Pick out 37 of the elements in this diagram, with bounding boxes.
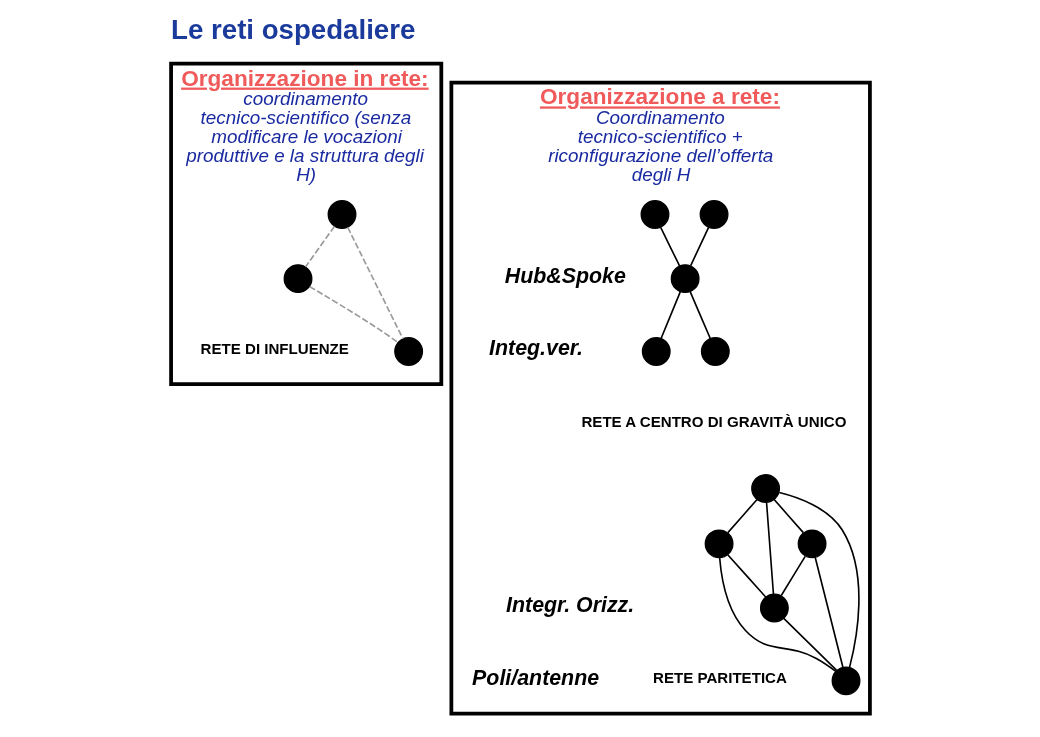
node-circle bbox=[283, 264, 312, 294]
connector bbox=[304, 225, 335, 268]
connector bbox=[308, 285, 398, 343]
connector bbox=[779, 555, 806, 597]
connector bbox=[726, 498, 758, 534]
node-circle bbox=[699, 200, 728, 229]
connector bbox=[689, 226, 709, 267]
node-circle bbox=[704, 529, 734, 559]
node-circle bbox=[393, 337, 423, 366]
node-circle bbox=[700, 337, 730, 366]
label: Integr. Orizz. bbox=[505, 592, 634, 617]
connector bbox=[659, 226, 680, 267]
connector bbox=[813, 556, 844, 668]
label: RETE PARITETICA bbox=[652, 669, 787, 687]
diagram-title: Le reti ospedaliere bbox=[170, 14, 415, 46]
node-circle bbox=[327, 200, 356, 229]
label: Integ.ver. bbox=[488, 336, 583, 361]
connector bbox=[718, 557, 837, 673]
node-circle bbox=[641, 337, 671, 366]
label: Hub&Spoke bbox=[504, 263, 626, 288]
connector bbox=[688, 291, 711, 340]
node-circle bbox=[670, 264, 700, 294]
node-circle bbox=[750, 474, 780, 503]
node-circle bbox=[797, 529, 827, 559]
node-circle bbox=[640, 200, 669, 229]
label: RETE A CENTRO DI GRAVITÀ UNICO bbox=[580, 413, 846, 431]
connector bbox=[726, 553, 766, 598]
connector bbox=[782, 617, 837, 671]
connector bbox=[346, 226, 404, 340]
label: Poli/antenne bbox=[471, 665, 599, 690]
connector bbox=[765, 501, 774, 595]
connector bbox=[772, 498, 804, 534]
node-circle bbox=[831, 666, 860, 696]
node-circle bbox=[759, 593, 789, 623]
connector bbox=[777, 491, 860, 668]
connector bbox=[659, 291, 681, 340]
label: RETE DI INFLUENZE bbox=[200, 340, 349, 358]
